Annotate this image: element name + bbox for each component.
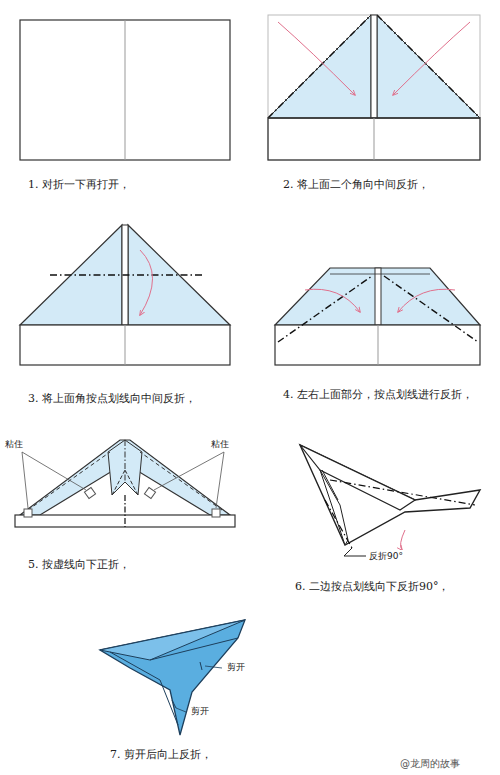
step-caption: 7. 剪开后向上反折，: [110, 748, 212, 763]
step-caption: 3. 将上面角按点划线向中间反折，: [28, 392, 196, 407]
watermark: @龙周的故事: [400, 757, 460, 771]
step2-figure: [268, 15, 480, 160]
step3-figure: [20, 225, 230, 365]
step-caption: 6. 二边按点划线向下反折90°，: [295, 580, 450, 595]
step-caption: 4. 左右上面部分，按点划线进行反折，: [283, 388, 473, 403]
part-label: 粘住: [4, 438, 24, 450]
step-caption: 1. 对折一下再打开，: [28, 178, 130, 193]
part-label: 剪开: [190, 705, 210, 717]
step5-figure: [15, 440, 235, 527]
part-label: 反折90°: [368, 550, 404, 562]
part-label: 剪开: [226, 661, 246, 673]
step-caption: 2. 将上面二个角向中间反折，: [283, 178, 429, 193]
step-caption: 5. 按虚线向下正折，: [28, 558, 130, 573]
step4-figure: [275, 268, 480, 365]
step6-figure: [300, 445, 480, 556]
step7-figure: [100, 620, 245, 735]
part-label: 粘住: [210, 438, 230, 450]
step1-figure: [20, 20, 230, 160]
